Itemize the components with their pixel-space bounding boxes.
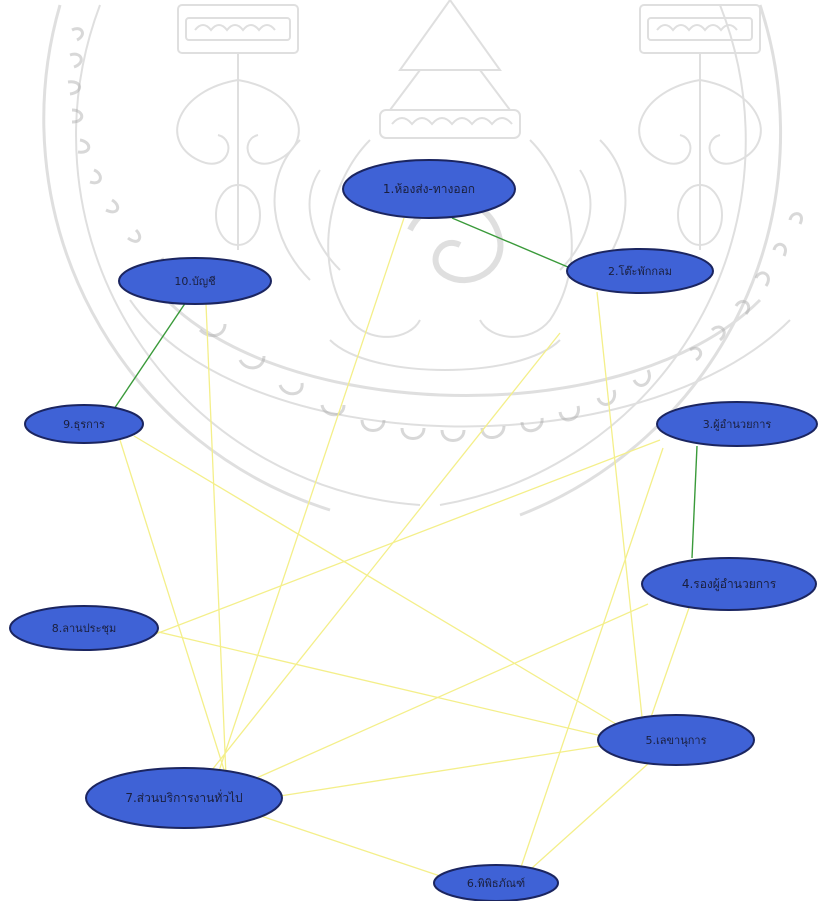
- node-label: 9.ธุรการ: [63, 418, 105, 431]
- node-label: 4.รองผู้อำนวยการ: [682, 577, 777, 592]
- node-label: 8.ลานประชุม: [52, 622, 116, 635]
- edge-n1-n7: [213, 217, 405, 787]
- node-ellipse: [118, 257, 272, 305]
- edge-n4-n5: [649, 604, 691, 721]
- edge-n5-n8: [149, 629, 607, 738]
- node-label: 2.โต๊ะพักกลม: [608, 264, 672, 278]
- royal-crest-seal-icon: [42, 0, 791, 517]
- node-ellipse: [24, 404, 144, 444]
- node-label: 7.ส่วนบริการงานทั่วไป: [125, 789, 242, 805]
- edge-n6-n7: [257, 814, 447, 879]
- node-ellipse: [656, 401, 818, 447]
- edge-n7-n9: [119, 439, 227, 777]
- node-ellipse: [85, 767, 283, 829]
- edge-n3-n4: [691, 445, 698, 559]
- node-n3[interactable]: 3.ผู้อำนวยการ: [656, 401, 818, 447]
- node-ellipse: [433, 864, 559, 901]
- node-label: 5.เลขานุการ: [646, 734, 707, 747]
- node-ellipse: [641, 557, 817, 611]
- node-layer: 1.ห้องส่ง-ทางออก 2.โต๊ะพักกลม 3.ผู้อำนวยกา…: [9, 159, 818, 901]
- seal-lettering-icon: [67, 27, 803, 442]
- node-ellipse: [597, 714, 755, 766]
- edge-n5-n9: [133, 435, 617, 725]
- node-label: 10.บัญชี: [174, 275, 215, 288]
- edge-n9-n10: [113, 301, 187, 410]
- node-n8[interactable]: 8.ลานประชุม: [9, 605, 159, 651]
- edge-n3-n6: [519, 447, 664, 871]
- node-ellipse: [342, 159, 516, 219]
- node-n5[interactable]: 5.เลขานุการ: [597, 714, 755, 766]
- node-n4[interactable]: 4.รองผู้อำนวยการ: [641, 557, 817, 611]
- node-n2[interactable]: 2.โต๊ะพักกลม: [566, 248, 714, 294]
- edge-n1-n2: [451, 217, 576, 271]
- edge-n5-n6: [531, 761, 651, 869]
- node-label: 3.ผู้อำนวยการ: [703, 418, 772, 431]
- node-n6[interactable]: 6.พิพิธภัณฑ์: [433, 864, 559, 901]
- node-label: 6.พิพิธภัณฑ์: [467, 877, 525, 890]
- edge-layer: [113, 217, 698, 879]
- edge-n2-n5: [596, 291, 643, 718]
- edge-n3-n8: [139, 439, 661, 641]
- edge-n5-n7: [279, 745, 601, 797]
- node-ellipse: [9, 605, 159, 651]
- edge-n4-n7: [251, 603, 649, 781]
- node-ellipse: [566, 248, 714, 294]
- node-label: 1.ห้องส่ง-ทางออก: [383, 182, 475, 196]
- edge-n7-n10: [205, 303, 227, 777]
- node-n7[interactable]: 7.ส่วนบริการงานทั่วไป: [85, 767, 283, 829]
- node-n10[interactable]: 10.บัญชี: [118, 257, 272, 305]
- edge-n2-n7: [199, 332, 561, 786]
- node-n9[interactable]: 9.ธุรการ: [24, 404, 144, 444]
- node-n1[interactable]: 1.ห้องส่ง-ทางออก: [342, 159, 516, 219]
